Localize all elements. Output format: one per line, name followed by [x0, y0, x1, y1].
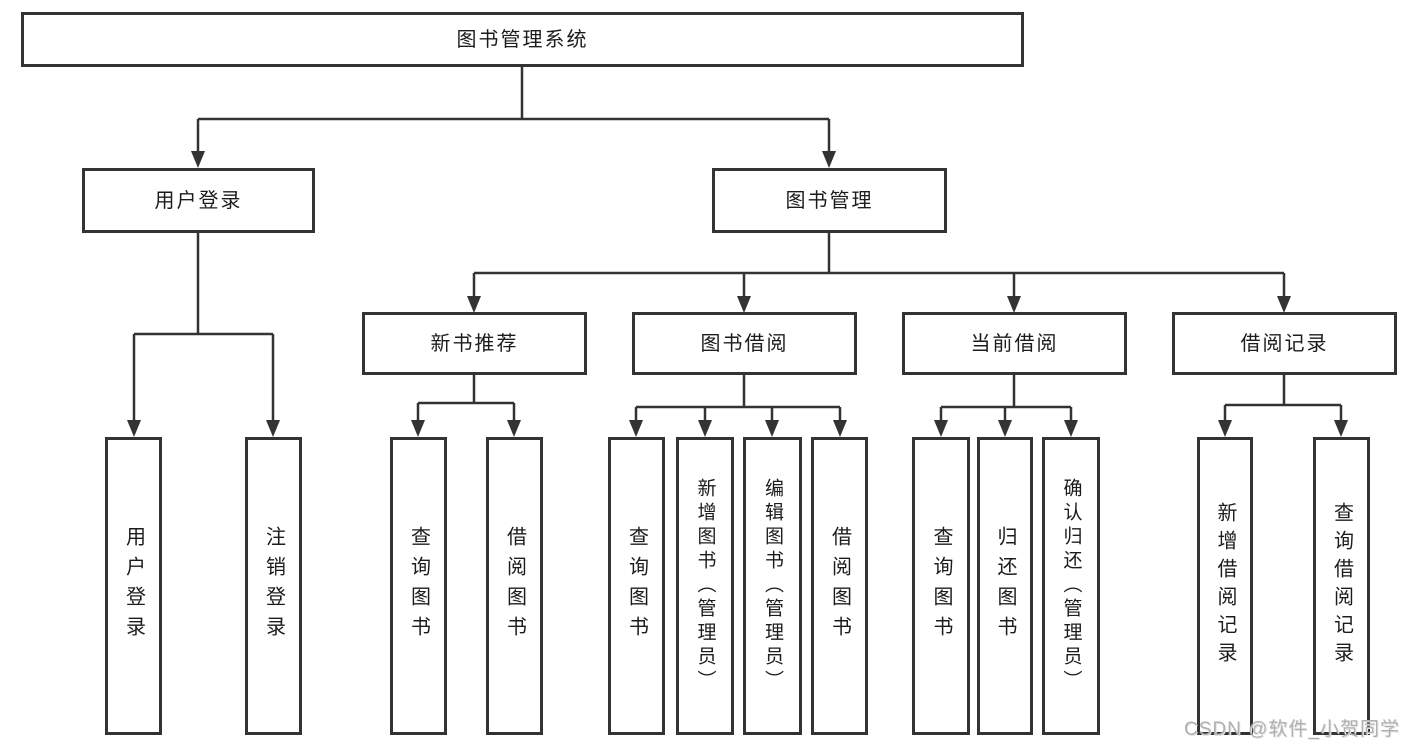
leaf-query-borrow-record-label: 查询借阅记录: [1330, 502, 1353, 670]
node-book-borrowing-label: 图书借阅: [700, 332, 789, 355]
leaf-current-query-book: 查询图书: [912, 437, 970, 735]
leaf-current-query-book-label: 查询图书: [930, 526, 952, 646]
leaf-add-book-admin: 新增图书（管理员）: [676, 437, 734, 735]
leaf-edit-book-admin-label: 编辑图书（管理员）: [762, 478, 783, 694]
leaf-query-borrow-record: 查询借阅记录: [1313, 437, 1370, 735]
leaf-return-book: 归还图书: [977, 437, 1033, 735]
node-user-login: 用户登录: [82, 168, 315, 233]
leaf-logout-label: 注销登录: [262, 526, 285, 646]
leaf-return-book-label: 归还图书: [994, 526, 1016, 646]
node-new-book-recommend: 新书推荐: [362, 312, 587, 375]
node-book-management: 图书管理: [712, 168, 947, 233]
node-current-borrowing-label: 当前借阅: [970, 332, 1059, 355]
node-borrowing-record-label: 借阅记录: [1240, 332, 1329, 355]
node-new-book-recommend-label: 新书推荐: [430, 332, 519, 355]
node-root-system: 图书管理系统: [21, 12, 1024, 67]
leaf-borrowing-query-book-label: 查询图书: [625, 526, 648, 646]
leaf-user-login: 用户登录: [105, 437, 162, 735]
leaf-confirm-return-admin: 确认归还（管理员）: [1042, 437, 1100, 735]
leaf-logout: 注销登录: [245, 437, 302, 735]
node-root-label: 图书管理系统: [456, 28, 589, 51]
leaf-add-book-admin-label: 新增图书（管理员）: [694, 478, 716, 694]
leaf-borrowing-query-book: 查询图书: [608, 437, 665, 735]
leaf-borrowing-borrow-book-label: 借阅图书: [828, 526, 851, 646]
leaf-add-borrow-record-label: 新增借阅记录: [1214, 502, 1236, 670]
leaf-user-login-label: 用户登录: [122, 526, 145, 646]
leaf-confirm-return-admin-label: 确认归还（管理员）: [1060, 478, 1082, 694]
node-current-borrowing: 当前借阅: [902, 312, 1127, 375]
leaf-add-borrow-record: 新增借阅记录: [1197, 437, 1253, 735]
leaf-recommend-query-book-label: 查询图书: [407, 526, 430, 646]
node-borrowing-record: 借阅记录: [1172, 312, 1397, 375]
csdn-watermark: CSDN @软件_小贺同学: [1184, 719, 1400, 740]
leaf-edit-book-admin: 编辑图书（管理员）: [743, 437, 802, 735]
leaf-borrowing-borrow-book: 借阅图书: [811, 437, 868, 735]
leaf-recommend-borrow-book-label: 借阅图书: [503, 526, 526, 646]
node-book-management-label: 图书管理: [785, 189, 874, 212]
node-user-login-label: 用户登录: [154, 189, 243, 212]
leaf-recommend-borrow-book: 借阅图书: [486, 437, 543, 735]
leaf-recommend-query-book: 查询图书: [390, 437, 447, 735]
node-book-borrowing: 图书借阅: [632, 312, 857, 375]
